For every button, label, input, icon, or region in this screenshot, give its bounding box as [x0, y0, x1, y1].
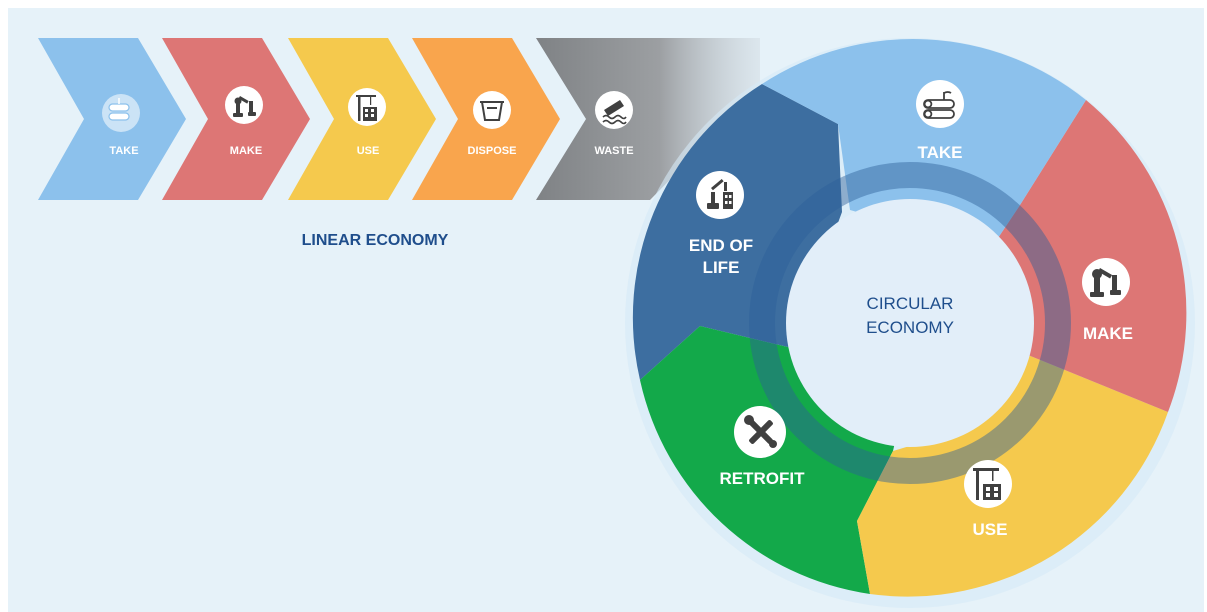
linear-dispose-icon-circle	[473, 91, 511, 129]
hub-label-line1: CIRCULAR	[867, 294, 954, 313]
hub-circle	[786, 199, 1034, 447]
circular-economy: CIRCULAR ECONOMY TAKE	[625, 38, 1195, 608]
logs-icon	[108, 98, 130, 121]
dumpster-icon	[480, 101, 504, 121]
linear-dispose-label: DISPOSE	[468, 145, 517, 157]
linear-waste-label: WASTE	[594, 145, 633, 157]
building-crane-icon	[356, 95, 377, 121]
robot-arm-icon	[233, 95, 256, 117]
circle-end-of-life-icon-circle	[696, 171, 744, 219]
linear-step-use: USE	[288, 38, 436, 200]
segment-use	[857, 355, 1168, 597]
hub-ring	[749, 162, 1071, 484]
linear-step-waste: WASTE	[594, 91, 634, 157]
building-crane-icon	[973, 468, 1001, 500]
linear-make-label: MAKE	[230, 145, 262, 157]
linear-step-make: MAKE	[162, 38, 310, 200]
linear-economy: TAKE MAKE	[38, 38, 760, 249]
circle-make-label: MAKE	[1083, 324, 1133, 343]
demolition-excavator-icon	[707, 179, 733, 209]
linear-step-take: TAKE	[38, 38, 186, 200]
logs-icon	[923, 91, 955, 119]
circle-take-label: TAKE	[917, 143, 962, 162]
sinking-ship-icon	[602, 100, 627, 125]
segment-take	[762, 39, 1086, 251]
hub-label-line2: ECONOMY	[866, 318, 954, 337]
circle-retrofit-label: RETROFIT	[720, 469, 806, 488]
linear-take-label: TAKE	[109, 145, 138, 157]
circle-use-label: USE	[973, 520, 1008, 539]
robot-arm-icon	[1090, 267, 1121, 297]
wrench-screwdriver-icon	[744, 415, 777, 448]
circle-use: USE	[964, 460, 1012, 539]
circle-end-of-life-label-line2: LIFE	[703, 258, 740, 277]
circle-retrofit: RETROFIT	[720, 406, 806, 488]
circle-make: MAKE	[1082, 258, 1133, 343]
circle-take: TAKE	[916, 80, 964, 162]
circle-make-icon-circle	[1082, 258, 1130, 306]
linear-step-dispose: DISPOSE	[412, 38, 560, 200]
waste-band	[536, 38, 760, 200]
segment-make	[990, 100, 1187, 412]
linear-use-label: USE	[357, 145, 380, 157]
circle-end-of-life-label-line1: END OF	[689, 236, 753, 255]
linear-make-icon-circle	[225, 86, 263, 124]
circle-end-of-life: END OF LIFE	[689, 171, 753, 277]
linear-economy-title: LINEAR ECONOMY	[302, 232, 449, 249]
